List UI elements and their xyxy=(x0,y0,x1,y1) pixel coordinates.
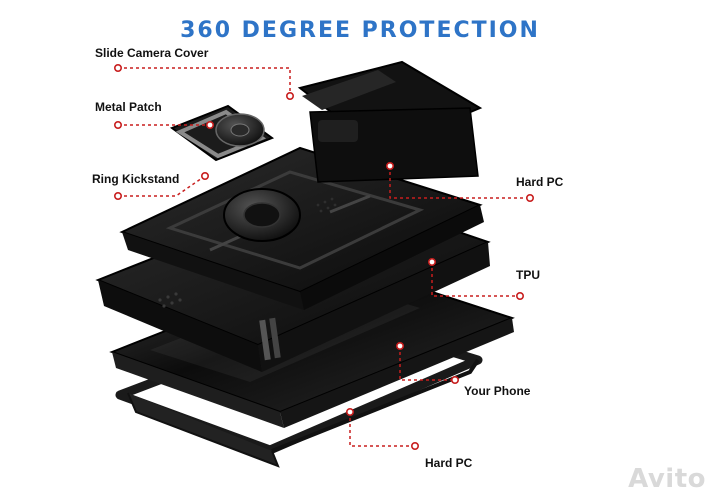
diagram-title: 360 DEGREE PROTECTION xyxy=(180,18,540,43)
label-tpu: TPU xyxy=(516,268,540,282)
label-slide-camera-cover: Slide Camera Cover xyxy=(95,46,209,60)
avito-watermark: Avito xyxy=(628,464,706,494)
leader-endpoints xyxy=(114,64,534,450)
leader-lines xyxy=(118,67,530,447)
slide-camera-cover xyxy=(297,60,483,183)
label-ring-kickstand: Ring Kickstand xyxy=(92,172,180,186)
label-your-phone: Your Phone xyxy=(464,384,531,398)
metal-patch-ring xyxy=(169,104,275,162)
label-metal-patch: Metal Patch xyxy=(95,100,162,114)
label-hard-pc-top: Hard PC xyxy=(516,175,564,189)
label-hard-pc-bottom: Hard PC xyxy=(425,456,473,470)
